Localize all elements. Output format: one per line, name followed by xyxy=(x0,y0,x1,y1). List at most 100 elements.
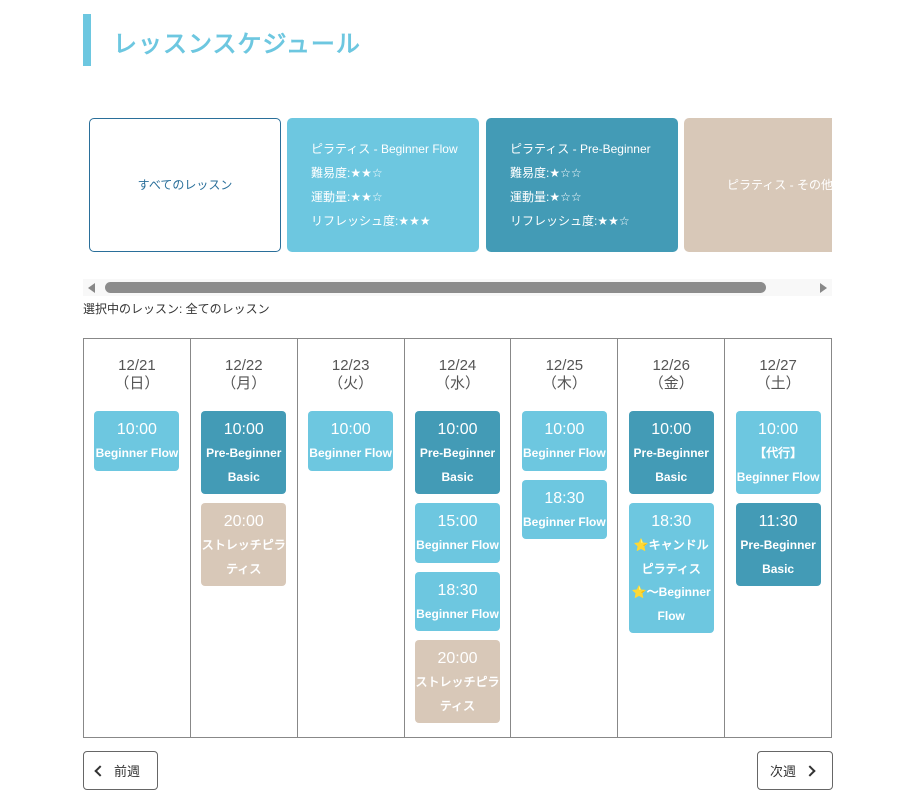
filter-refresh: リフレッシュ度:★★☆ xyxy=(510,214,630,228)
lesson-name-line: Beginner Flow xyxy=(523,446,606,460)
lesson-time: 10:00 xyxy=(330,421,371,438)
lesson-time: 18:30 xyxy=(544,489,585,507)
day-header: 12/24（水） xyxy=(435,357,480,393)
day-date: 12/23 xyxy=(331,357,370,374)
lesson-name-line: Pre-Beginner xyxy=(206,446,282,460)
lesson-name-line: Flow xyxy=(657,608,685,623)
day-of-week: （土） xyxy=(755,375,801,392)
lesson-name-line: Pre-Beginner xyxy=(740,538,816,552)
lesson-name-line: Beginner Flow xyxy=(736,469,820,484)
scrollbar-thumb[interactable] xyxy=(105,282,766,293)
lesson-card[interactable]: 20:00 ストレッチピラティス xyxy=(415,640,500,723)
lesson-card[interactable]: 20:00 ストレッチピラティス xyxy=(201,503,287,586)
lesson-name-line: Basic xyxy=(441,469,474,484)
selected-lesson-text: 選択中のレッスン: 全てのレッスン xyxy=(83,302,270,316)
lesson-time: 11:30 xyxy=(758,513,798,530)
title-accent-bar xyxy=(83,14,91,66)
day-header: 12/26（金） xyxy=(649,357,694,393)
lesson-time: 10:00 xyxy=(544,421,585,438)
filter-label: すべてのレッスン xyxy=(137,178,233,192)
day-of-week: （金） xyxy=(648,375,694,392)
next-week-button[interactable]: 次週 xyxy=(757,751,833,790)
lesson-time: 20:00 xyxy=(437,650,478,667)
day-header: 12/21（日） xyxy=(114,357,159,393)
day-header: 12/22（月） xyxy=(221,357,266,393)
lesson-name-line: ⭐～Beginner xyxy=(631,585,711,599)
filter-beginner-flow[interactable]: ピラティス - Beginner Flow 難易度:★★☆ 運動量:★★☆ リフ… xyxy=(287,118,479,252)
day-header: 12/27（土） xyxy=(756,357,801,393)
lesson-name-line: Basic xyxy=(227,469,260,484)
filter-label: ピラティス - Beginner Flow xyxy=(311,142,458,156)
filter-difficulty: 難易度:★☆☆ xyxy=(510,166,582,180)
prev-week-label: 前週 xyxy=(114,764,141,779)
lesson-name-line: ストレッチピラ xyxy=(201,538,286,552)
lesson-time: 10:00 xyxy=(223,421,264,438)
filter-difficulty: 難易度:★★☆ xyxy=(311,166,383,180)
lesson-name-line: Pre-Beginner xyxy=(419,446,496,460)
day-date: 12/26 xyxy=(652,357,690,374)
lesson-time: 10:00 xyxy=(651,421,692,438)
scroll-left-arrow-icon[interactable] xyxy=(88,283,95,293)
lesson-name-line: Basic xyxy=(762,561,795,576)
lesson-time: 10:00 xyxy=(116,421,157,438)
filter-label: ピラティス - その他 xyxy=(727,178,832,192)
page-title: レッスンスケジュール xyxy=(113,31,361,58)
next-week-label: 次週 xyxy=(770,764,797,779)
day-of-week: （水） xyxy=(435,375,481,392)
lesson-name-line: ティス xyxy=(439,698,476,713)
filter-refresh: リフレッシュ度:★★★ xyxy=(311,214,431,228)
day-header: 12/23（火） xyxy=(328,357,373,393)
filter-exercise: 運動量:★☆☆ xyxy=(510,190,582,204)
day-of-week: （日） xyxy=(114,375,160,392)
day-date: 12/21 xyxy=(118,357,156,374)
filter-pre-beginner[interactable]: ピラティス - Pre-Beginner 難易度:★☆☆ 運動量:★☆☆ リフレ… xyxy=(486,118,678,252)
filter-all-lessons[interactable]: すべてのレッスン xyxy=(89,118,281,252)
lesson-name-line: Beginner Flow xyxy=(416,538,499,552)
horizontal-scrollbar[interactable] xyxy=(83,279,832,296)
lesson-time: 20:00 xyxy=(223,513,264,530)
lesson-card[interactable]: 10:00【代行】Beginner Flow xyxy=(735,411,821,494)
day-of-week: （木） xyxy=(541,375,587,392)
lesson-name-line: ⭐キャンドル xyxy=(633,538,709,552)
day-date: 12/25 xyxy=(545,357,584,374)
lesson-name-line: Beginner Flow xyxy=(416,606,499,621)
prev-week-button[interactable]: 前週 xyxy=(83,751,158,790)
lesson-time: 10:00 xyxy=(437,421,478,438)
lesson-time: 18:30 xyxy=(651,513,692,530)
lesson-name-line: ピラティス xyxy=(641,561,701,576)
filter-label: ピラティス - Pre-Beginner xyxy=(510,142,651,156)
lesson-name-line: Beginner Flow xyxy=(523,514,606,529)
lesson-filter-carousel: すべてのレッスン ピラティス - Beginner Flow 難易度:★★☆ 運… xyxy=(89,118,832,252)
scroll-right-arrow-icon[interactable] xyxy=(820,283,827,293)
lesson-name-line: ストレッチピラ xyxy=(415,675,500,689)
day-of-week: （火） xyxy=(328,375,374,392)
lesson-name-line: Pre-Beginner xyxy=(633,446,709,460)
day-of-week: （月） xyxy=(221,375,267,392)
filter-exercise: 運動量:★★☆ xyxy=(311,190,383,204)
lesson-name-line: ティス xyxy=(226,561,262,576)
chevron-left-icon xyxy=(94,764,106,777)
lesson-name-line: Beginner Flow xyxy=(95,446,179,460)
filter-other[interactable]: ピラティス - その他 xyxy=(684,118,832,252)
